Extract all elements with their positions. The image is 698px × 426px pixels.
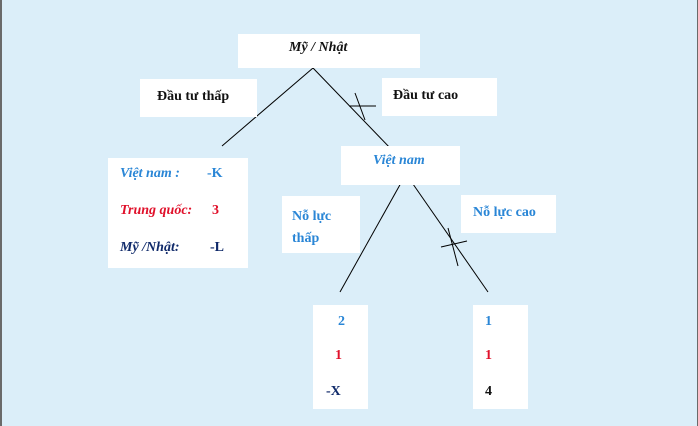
edge-label-low-effort <box>282 196 360 253</box>
low-effort-label: Nỗ lực thấp <box>292 209 332 246</box>
payoff-mid-us: -X <box>326 384 341 399</box>
payoff-box-low-effort <box>313 305 368 409</box>
edge-root-right <box>312 67 393 151</box>
cut-mark-high-effort-b <box>440 240 468 248</box>
payoff-mid-cn: 1 <box>335 348 342 363</box>
payoff-left-cn-label: Trung quốc: <box>120 203 193 218</box>
cut-mark-high-effort-a <box>447 227 459 267</box>
edge-root-left <box>221 67 314 147</box>
edge-vn-right <box>405 173 489 293</box>
payoff-right-vn: 1 <box>485 314 492 329</box>
high-invest-label: Đầu tư cao <box>393 88 459 103</box>
payoff-left-us-value: -L <box>210 240 224 255</box>
slide-border-left <box>0 0 2 426</box>
high-effort-label: Nỗ lực cao <box>473 205 536 220</box>
edge-vn-left <box>339 173 407 293</box>
payoff-left-us-label: Mỹ /Nhật: <box>120 240 180 255</box>
payoff-left-vn-label: Việt nam : <box>120 166 180 181</box>
payoff-box-high-effort <box>473 305 528 409</box>
vietnam-node-label: Việt nam <box>373 153 425 168</box>
root-node <box>238 34 420 68</box>
root-label: Mỹ / Nhật <box>289 40 348 55</box>
vietnam-node <box>341 146 460 185</box>
payoff-left-vn-value: -K <box>207 166 223 181</box>
payoff-left-cn-value: 3 <box>212 203 219 218</box>
edge-label-high-effort <box>461 195 556 233</box>
payoff-right-cn: 1 <box>485 348 492 363</box>
payoff-box-low-invest <box>108 158 248 268</box>
edge-label-high-invest <box>382 78 497 116</box>
payoff-mid-vn: 2 <box>338 314 345 329</box>
payoff-right-us: 4 <box>485 384 492 399</box>
edge-label-low-invest <box>140 79 257 117</box>
low-invest-label: Đầu tư thấp <box>157 89 230 104</box>
